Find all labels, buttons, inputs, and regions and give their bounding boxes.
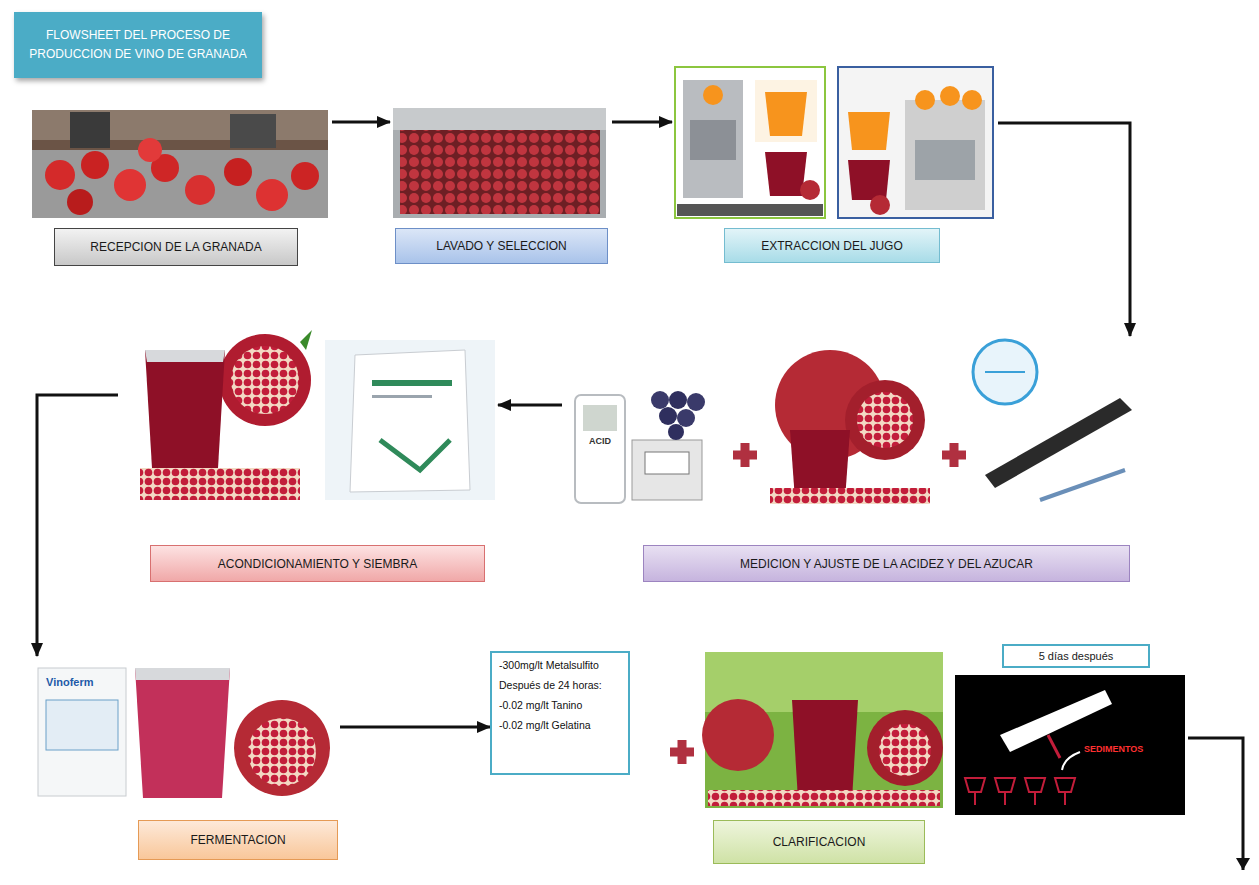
step-label: LAVADO Y SELECCION <box>395 228 608 264</box>
diagram-title: FLOWSHEET DEL PROCESO DE PRODUCCION DE V… <box>14 12 262 78</box>
step-text: MEDICION Y AJUSTE DE LA ACIDEZ Y DEL AZU… <box>740 557 1033 571</box>
step-text: FERMENTACION <box>190 833 285 847</box>
step-text: 5 días después <box>1039 650 1114 662</box>
label-inner: 5 días después <box>1039 650 1114 662</box>
flow-arrow <box>340 726 490 729</box>
step-text: LAVADO Y SELECCION <box>436 239 567 253</box>
step-label: FERMENTACION <box>138 820 338 860</box>
step-label: 5 días después <box>1002 644 1150 668</box>
step-label: EXTRACCION DEL JUGO <box>724 228 940 263</box>
label-inner: LAVADO Y SELECCION <box>436 239 567 253</box>
title-text: FLOWSHEET DEL PROCESO DE PRODUCCION DE V… <box>26 26 250 64</box>
package-text: Vinoferm <box>46 676 93 688</box>
step-text: Después de 24 horas: <box>499 679 621 692</box>
flow-arrow <box>37 395 118 656</box>
note-box: -300mg/lt MetalsulfitoDespués de 24 hora… <box>490 651 630 775</box>
process-step: LAVADO Y SELECCION <box>390 104 612 268</box>
label-inner: ACONDICIONAMIENTO Y SIEMBRA <box>218 557 417 571</box>
flow-arrow <box>498 404 562 407</box>
process-step: RECEPCION DE LA GRANADA <box>28 104 332 270</box>
flow-arrow <box>332 121 390 124</box>
conditioning-photo <box>140 330 495 500</box>
step-text: ACONDICIONAMIENTO Y SIEMBRA <box>218 557 417 571</box>
process-step: EXTRACCION DEL JUGO <box>672 64 998 267</box>
step-text: RECEPCION DE LA GRANADA <box>90 240 261 254</box>
image-caption: SEDIMENTOS <box>1084 744 1143 754</box>
step-text: -0.02 mg/lt Tanino <box>499 699 621 712</box>
label-inner: RECEPCION DE LA GRANADA <box>90 240 261 254</box>
washing-photo <box>393 108 606 218</box>
continuation-arrow <box>1188 738 1243 870</box>
label-inner: CLARIFICACION <box>773 835 866 849</box>
step-label: RECEPCION DE LA GRANADA <box>54 228 298 266</box>
device-text: ACID <box>589 436 611 446</box>
clarification-photo <box>702 652 943 808</box>
process-step: 5 días después <box>952 643 1188 818</box>
step-text: -300mg/lt Metalsulfito <box>499 659 621 672</box>
process-step: MEDICION Y AJUSTE DE LA ACIDEZ Y DEL AZU… <box>562 336 1150 586</box>
juicer-photo <box>675 67 993 218</box>
label-inner: FERMENTACION <box>190 833 285 847</box>
step-text: -0.02 mg/lt Gelatina <box>499 719 621 732</box>
step-text: EXTRACCION DEL JUGO <box>761 239 903 253</box>
label-inner: EXTRACCION DEL JUGO <box>761 239 903 253</box>
measurement-photo <box>575 340 1132 504</box>
decanting-photo <box>955 675 1185 815</box>
step-text: CLARIFICACION <box>773 835 866 849</box>
step-label: CLARIFICACION <box>713 820 925 864</box>
fermentation-photo <box>38 668 330 798</box>
flow-arrow <box>998 123 1130 336</box>
flow-arrow <box>612 121 672 124</box>
process-step: CLARIFICACION <box>702 648 946 868</box>
process-step: ACONDICIONAMIENTO Y SIEMBRA <box>118 332 498 586</box>
reception-photo <box>32 110 328 218</box>
step-label: ACONDICIONAMIENTO Y SIEMBRA <box>150 545 485 582</box>
plus-sign <box>670 740 694 764</box>
label-inner: MEDICION Y AJUSTE DE LA ACIDEZ Y DEL AZU… <box>740 557 1033 571</box>
step-label: MEDICION Y AJUSTE DE LA ACIDEZ Y DEL AZU… <box>643 545 1130 582</box>
